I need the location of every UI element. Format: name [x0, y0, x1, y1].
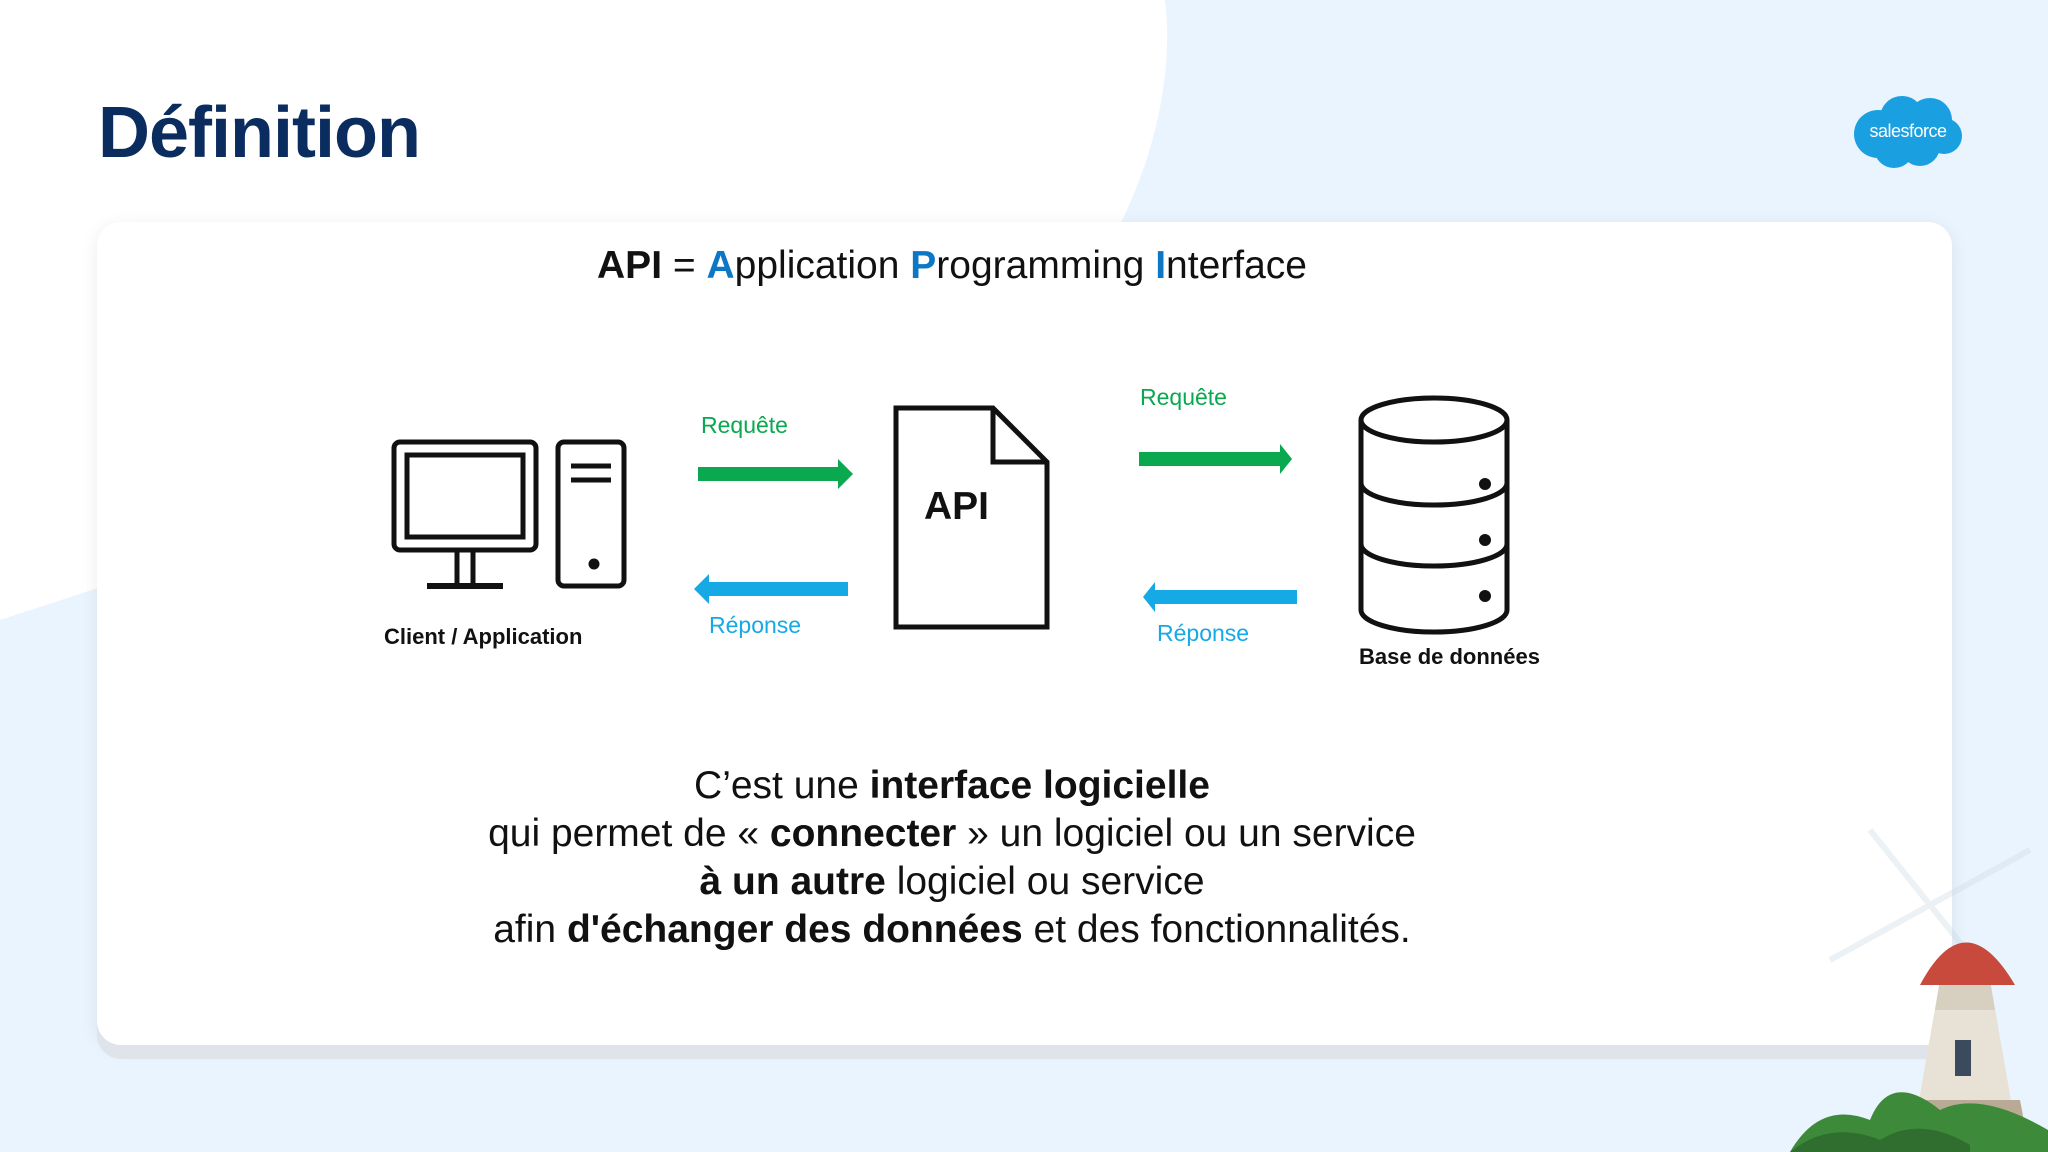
request-arrow-left — [698, 459, 853, 489]
database-icon — [1358, 395, 1510, 635]
acronym-equals: = — [662, 244, 707, 287]
client-label: Client / Application — [384, 624, 583, 649]
response-label-right: Réponse — [1157, 620, 1250, 646]
api-document-icon — [893, 405, 1050, 630]
description-line-2: qui permet de « connecter » un logiciel … — [488, 812, 1416, 855]
salesforce-logo: salesforce — [1850, 92, 1966, 172]
acronym-letter-a: A — [706, 244, 735, 287]
acronym-word-application: pplication — [734, 244, 911, 287]
database-label: Base de données — [1359, 644, 1540, 669]
request-arrow-right — [1139, 444, 1292, 474]
response-label-left: Réponse — [709, 612, 802, 638]
description-line-1: C’est une interface logicielle — [694, 764, 1210, 807]
acronym-word-programming: rogramming — [936, 244, 1156, 287]
definition-card: API = Application Programming Interface — [97, 222, 1952, 1045]
response-arrow-right — [1143, 582, 1297, 612]
acronym-definition: API = Application Programming Interface — [97, 244, 1807, 288]
computer-icon — [391, 439, 627, 589]
request-label-right: Requête — [1140, 384, 1227, 410]
logo-text: salesforce — [1869, 121, 1947, 141]
description-line-3: à un autre logiciel ou service — [699, 860, 1205, 903]
request-label-left: Requête — [701, 412, 788, 438]
page-title: Définition — [98, 93, 421, 173]
acronym-letter-p: P — [910, 244, 937, 287]
acronym-letter-i: I — [1155, 244, 1167, 287]
windmill-illustration — [1790, 828, 2048, 1152]
api-diagram — [391, 395, 1510, 635]
api-document-label: API — [924, 485, 990, 528]
response-arrow-left — [694, 574, 848, 604]
acronym-abbr: API — [597, 244, 663, 287]
description-line-4: afin d'échanger des données et des fonct… — [493, 908, 1411, 951]
acronym-word-interface: nterface — [1166, 244, 1307, 287]
definition-description: C’est une interface logicielle qui perme… — [97, 762, 1807, 954]
